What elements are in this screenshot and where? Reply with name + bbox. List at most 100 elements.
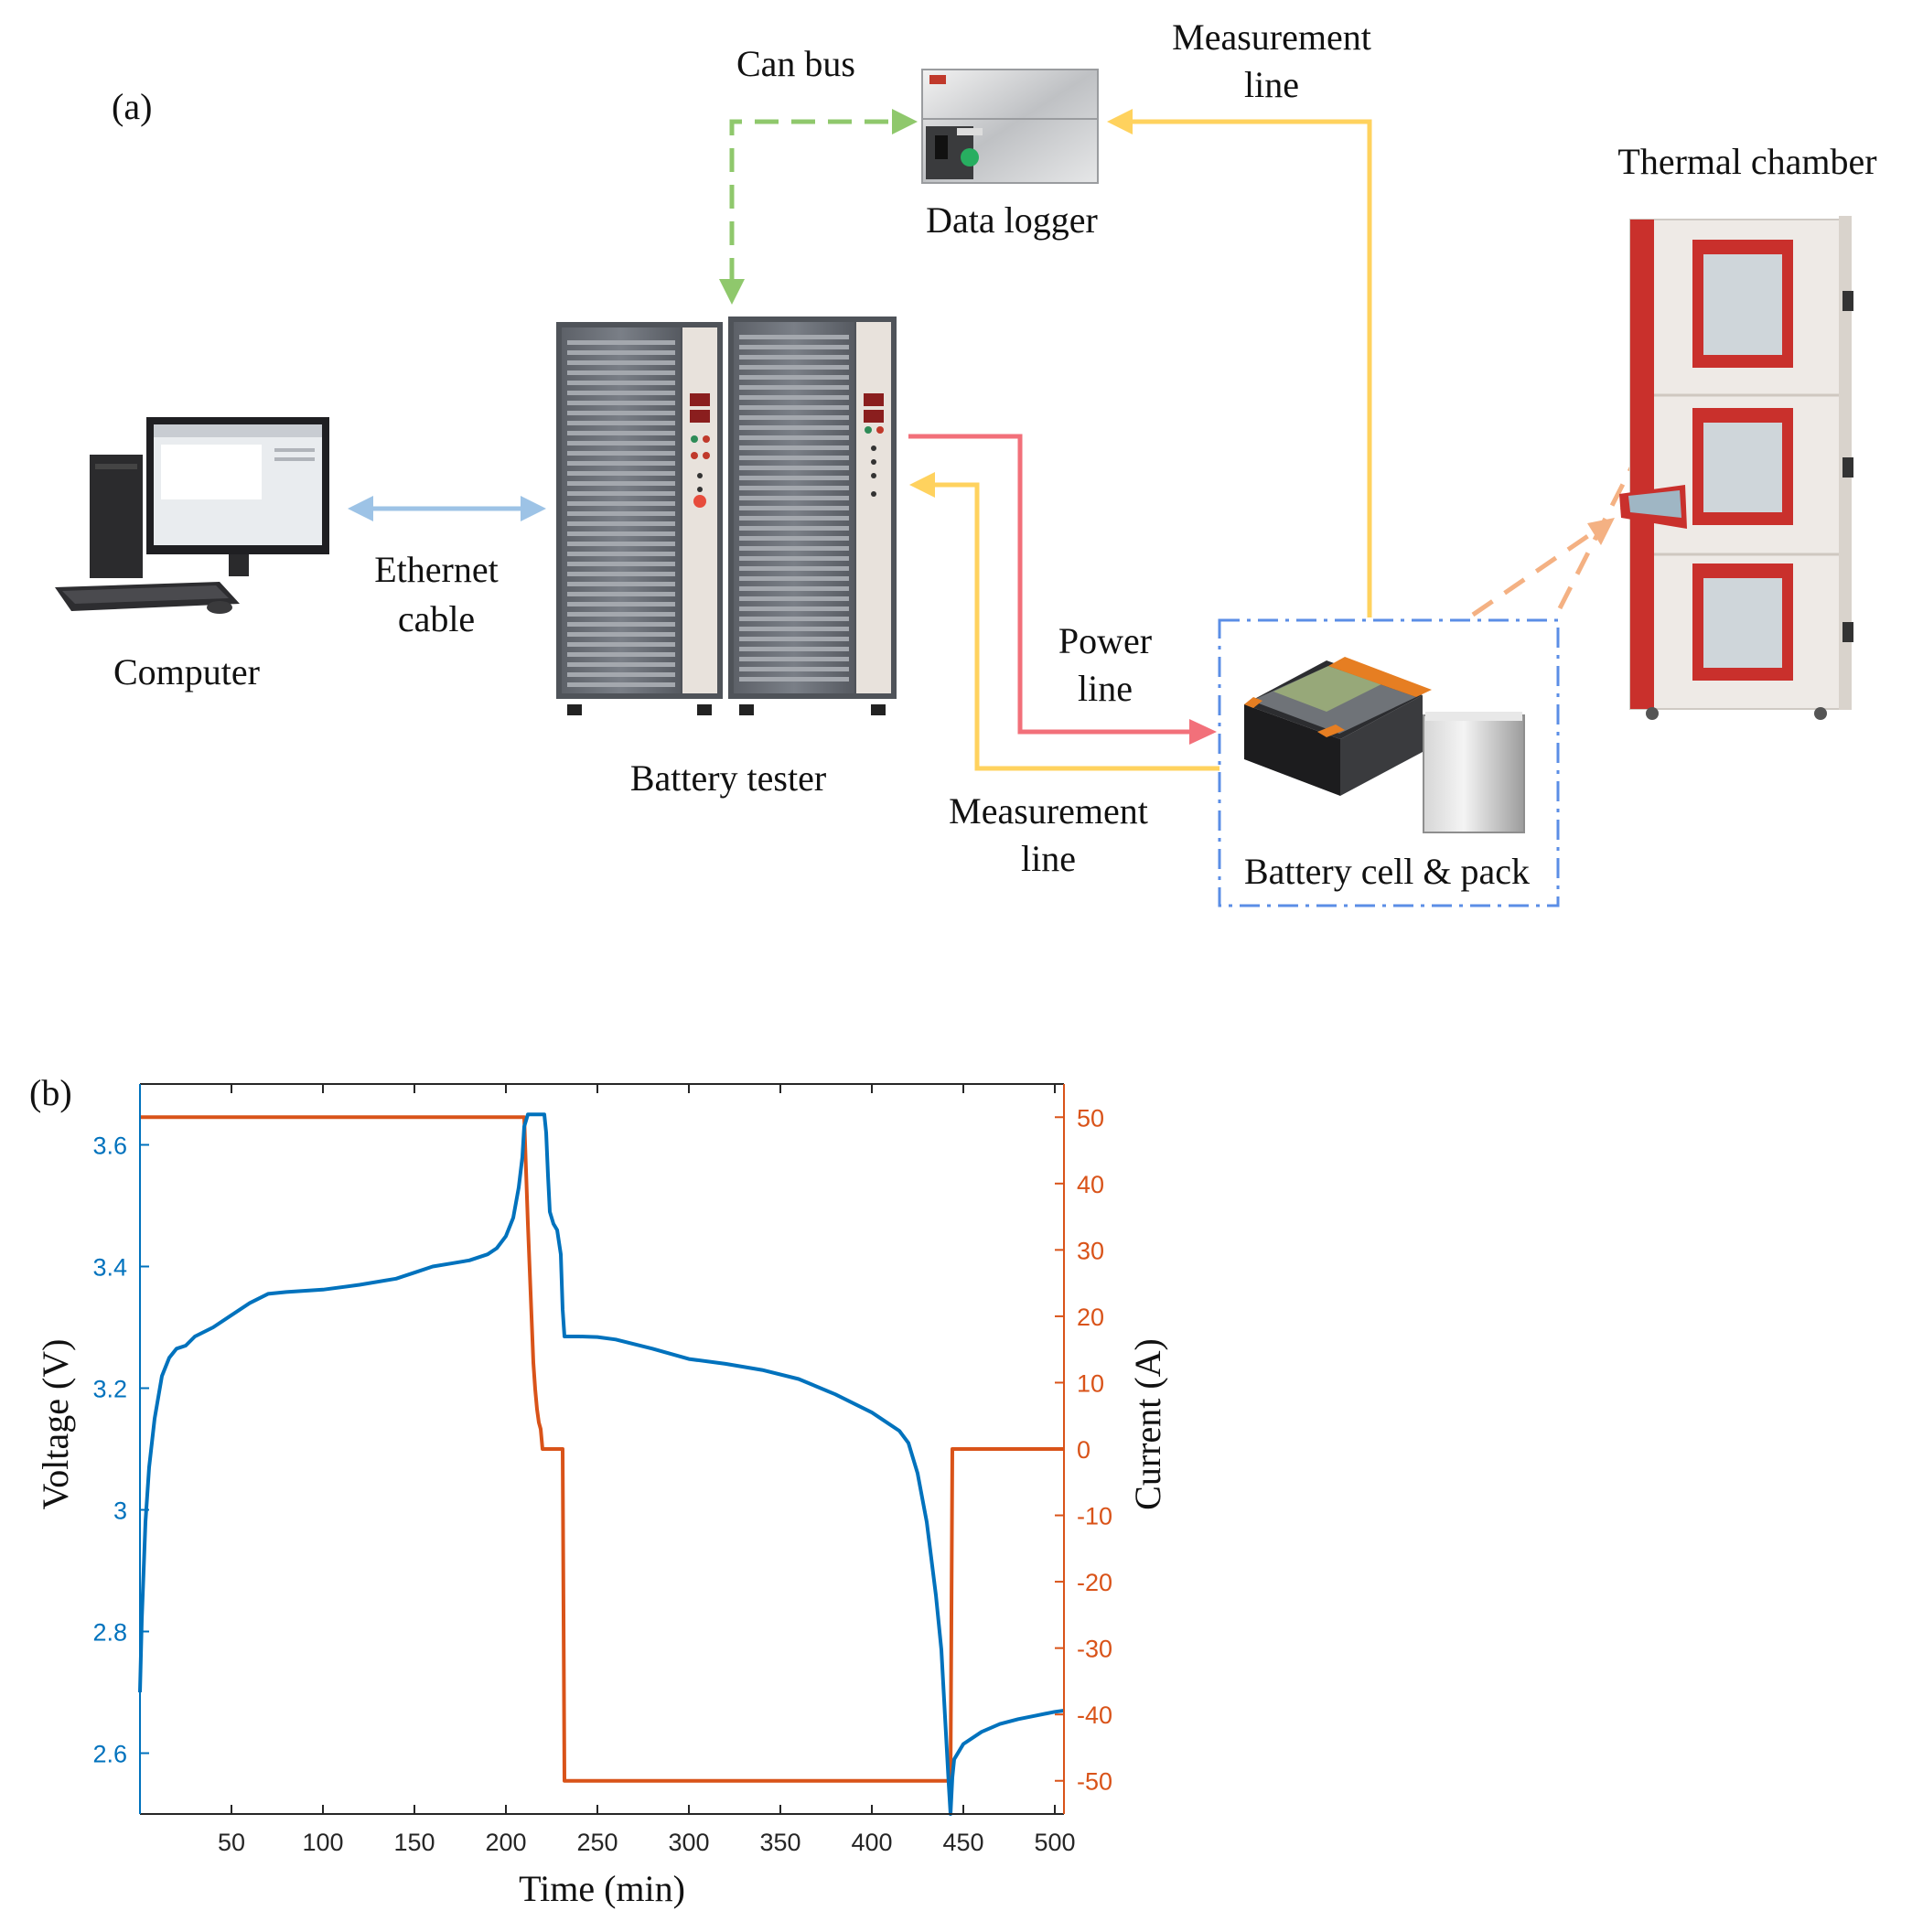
panel-a-label: (a) bbox=[112, 86, 152, 127]
cabinet-vent-slat bbox=[739, 445, 849, 450]
measurement-line-to-tester bbox=[909, 472, 1219, 771]
cabinet-vent-slat bbox=[567, 642, 675, 647]
measurement-line-bottom-label-1: Measurement bbox=[949, 790, 1148, 832]
chart-axes bbox=[139, 1083, 1065, 1815]
cabinet-vent-slat bbox=[739, 596, 849, 601]
cabinet-vent-slat bbox=[567, 542, 675, 546]
current-series-line bbox=[140, 1115, 1064, 1783]
power-line-label-2: line bbox=[1078, 668, 1133, 709]
cabinet-vent-slat bbox=[567, 501, 675, 506]
cabinet-vent-slat bbox=[567, 491, 675, 496]
voltage-series-line bbox=[138, 1112, 1065, 1816]
cabinet-vent-slat bbox=[739, 667, 849, 671]
x-tick-label: 50 bbox=[218, 1829, 245, 1856]
battery-pack-icon bbox=[1244, 657, 1432, 796]
y-right-tick-label: 40 bbox=[1077, 1171, 1104, 1198]
cabinet-vent-slat bbox=[739, 415, 849, 420]
y-axis-left-label: Voltage (V) bbox=[35, 1339, 76, 1510]
cabinet-vent-slat bbox=[567, 652, 675, 657]
can-bus-label: Can bus bbox=[736, 43, 855, 84]
chart-series-group bbox=[138, 1112, 1065, 1816]
y-left-tick-label: 3.4 bbox=[92, 1254, 127, 1282]
cabinet-vent-slat bbox=[739, 395, 849, 400]
panel-a-setup-diagram: (a) bbox=[55, 16, 1877, 907]
cabinet-vent-slat bbox=[567, 421, 675, 425]
x-tick-label: 250 bbox=[576, 1829, 618, 1856]
power-line-label-1: Power bbox=[1058, 620, 1152, 661]
cabinet-vent-slat bbox=[567, 662, 675, 667]
cabinet-vent-slat bbox=[567, 431, 675, 435]
cabinet-vent-slat bbox=[739, 556, 849, 561]
cabinet-vent-slat bbox=[567, 521, 675, 526]
cabinet-vent-slat bbox=[739, 677, 849, 682]
battery-cell-pack-box bbox=[1218, 618, 1560, 907]
x-axis-label: Time (min) bbox=[519, 1868, 685, 1909]
cabinet-vent-slat bbox=[739, 456, 849, 460]
battery-cell-icon bbox=[1423, 712, 1525, 833]
x-tick-label: 400 bbox=[851, 1829, 892, 1856]
cabinet-vent-slat bbox=[567, 461, 675, 466]
power-line-arrow bbox=[908, 434, 1217, 745]
cabinet-vent-slat bbox=[567, 592, 675, 596]
cabinet-vent-slat bbox=[739, 516, 849, 521]
cabinet-vent-slat bbox=[567, 632, 675, 637]
cabinet-vent-slat bbox=[739, 576, 849, 581]
cabinet-vent-slat bbox=[567, 370, 675, 375]
measurement-line-to-logger bbox=[1107, 109, 1372, 617]
cabinet-vent-slat bbox=[567, 552, 675, 556]
y-axis-right-label: Current (A) bbox=[1127, 1338, 1168, 1510]
cabinet-vent-slat bbox=[739, 606, 849, 611]
chart-plot-area bbox=[140, 1084, 1064, 1814]
cabinet-vent-slat bbox=[739, 335, 849, 339]
cabinet-vent-slat bbox=[739, 647, 849, 651]
measurement-line-top-label-1: Measurement bbox=[1172, 16, 1371, 58]
x-tick-label: 300 bbox=[668, 1829, 709, 1856]
cabinet-vent-slat bbox=[567, 381, 675, 385]
x-tick-label: 350 bbox=[759, 1829, 800, 1856]
y-right-tick-label: 30 bbox=[1077, 1237, 1104, 1264]
cabinet-vent-slat bbox=[567, 682, 675, 687]
cabinet-vent-slat bbox=[567, 451, 675, 456]
cabinet-vent-slat bbox=[567, 582, 675, 586]
cabinet-vent-slat bbox=[739, 536, 849, 541]
cabinet-vent-slat bbox=[739, 405, 849, 410]
cabinet-vent-slat bbox=[739, 526, 849, 531]
panel-b-label: (b) bbox=[29, 1072, 72, 1113]
x-tick-label: 200 bbox=[485, 1829, 526, 1856]
cabinet-vent-slat bbox=[567, 531, 675, 536]
cabinet-vent-slat bbox=[739, 385, 849, 390]
cabinet-vent-slat bbox=[739, 375, 849, 380]
y-left-tick-label: 3.6 bbox=[92, 1132, 127, 1160]
cabinet-vent-slat bbox=[567, 481, 675, 486]
thermal-chamber-icon bbox=[1619, 216, 1853, 720]
y-left-tick-label: 3 bbox=[113, 1497, 127, 1525]
cabinet-vent-slat bbox=[739, 657, 849, 661]
measurement-line-top-label-2: line bbox=[1244, 64, 1299, 105]
cabinet-vent-slat bbox=[567, 391, 675, 395]
x-tick-label: 150 bbox=[393, 1829, 435, 1856]
data-logger-icon bbox=[921, 69, 1099, 184]
ethernet-cable-label-1: Ethernet bbox=[374, 549, 499, 590]
cabinet-vent-slat bbox=[739, 637, 849, 641]
ethernet-cable-label-2: cable bbox=[398, 598, 475, 639]
cabinet-vent-slat bbox=[739, 617, 849, 621]
cabinet-vent-slat bbox=[567, 511, 675, 516]
cabinet-vent-slat bbox=[567, 602, 675, 606]
x-tick-label: 500 bbox=[1034, 1829, 1075, 1856]
cabinet-vent-slat bbox=[739, 466, 849, 470]
y-left-tick-label: 2.8 bbox=[92, 1619, 127, 1647]
y-right-tick-label: -40 bbox=[1077, 1701, 1112, 1729]
cabinet-vent-slat bbox=[739, 627, 849, 631]
y-right-tick-label: 10 bbox=[1077, 1369, 1104, 1397]
battery-cell-pack-label: Battery cell & pack bbox=[1244, 851, 1530, 892]
y-right-tick-label: 20 bbox=[1077, 1304, 1104, 1331]
cabinet-vent-slat bbox=[567, 672, 675, 677]
measurement-line-bottom-label-2: line bbox=[1021, 838, 1076, 879]
cabinet-vent-slat bbox=[567, 622, 675, 627]
desktop-computer-icon bbox=[55, 417, 329, 614]
y-right-tick-label: -20 bbox=[1077, 1569, 1112, 1596]
ethernet-cable-arrow bbox=[348, 496, 546, 521]
